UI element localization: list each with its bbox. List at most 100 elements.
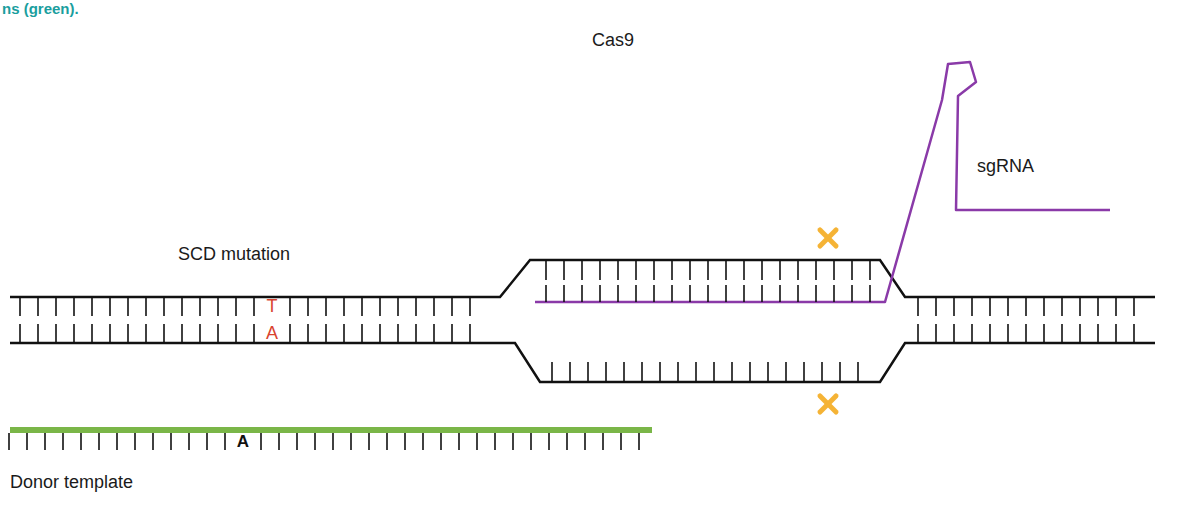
cas9-protein: Cas9sgRNA	[410, 28, 1172, 448]
base-pair-tick	[1115, 324, 1117, 343]
base-pair-tick	[206, 433, 208, 450]
base-pair-tick	[953, 324, 955, 343]
base-pair-tick	[725, 260, 727, 280]
base-pair-tick	[821, 362, 823, 382]
base-pair-tick	[433, 297, 435, 316]
base-pair-tick	[422, 433, 424, 450]
base-pair-tick	[458, 433, 460, 450]
base-pair-tick	[217, 297, 219, 316]
base-pair-tick	[343, 297, 345, 316]
base-pair-tick	[617, 260, 619, 280]
base-pair-tick	[379, 324, 381, 343]
base-pair-tick	[566, 433, 568, 450]
base-pair-tick	[98, 433, 100, 450]
base-pair-tick	[833, 260, 835, 280]
protein-outline	[410, 28, 1172, 448]
base-pair-tick	[386, 433, 388, 450]
base-pair-tick	[620, 433, 622, 450]
base-pair-tick	[761, 260, 763, 280]
base-pair-tick	[851, 260, 853, 280]
base-pair-tick	[689, 285, 691, 302]
base-pair-tick	[653, 260, 655, 280]
base-pair-tick	[785, 362, 787, 382]
base-pair-tick	[869, 260, 871, 280]
base-pair-tick	[599, 260, 601, 280]
base-pair-tick	[163, 297, 165, 316]
base-pair-tick	[415, 324, 417, 343]
base-pair-tick	[797, 260, 799, 280]
base-pair-tick	[8, 433, 10, 450]
base-pair-tick	[545, 260, 547, 280]
base-pair-tick	[749, 362, 751, 382]
base-pair-tick	[545, 285, 547, 302]
sgrna-strand	[535, 62, 1110, 302]
base-pair-tick	[289, 297, 291, 316]
base-pair-tick	[971, 297, 973, 316]
base-pair-tick	[433, 324, 435, 343]
protein-lobe	[740, 30, 1170, 300]
base-pair-tick	[1079, 297, 1081, 316]
base-pair-tick	[188, 433, 190, 450]
base-pair-tick	[163, 324, 165, 343]
base-pair-tick	[181, 324, 183, 343]
base-pair-tick	[1133, 297, 1135, 316]
mutation-label: SCD mutation	[178, 244, 290, 265]
base-pair-tick	[581, 260, 583, 280]
base-pair-tick	[116, 433, 118, 450]
base-pair-tick	[404, 433, 406, 450]
base-pair-tick	[307, 297, 309, 316]
base-pair-tick	[1115, 297, 1117, 316]
base-pair-tick	[1043, 324, 1045, 343]
base-letter: A	[266, 323, 278, 344]
base-pair-tick	[623, 362, 625, 382]
base-pair-tick	[677, 362, 679, 382]
base-pair-tick	[494, 433, 496, 450]
base-letter: T	[267, 296, 278, 317]
base-pair-tick	[512, 433, 514, 450]
base-pair-tick	[1043, 297, 1045, 316]
base-pair-tick	[725, 285, 727, 302]
base-pair-tick	[1061, 297, 1063, 316]
base-pair-tick	[917, 324, 919, 343]
base-pair-tick	[707, 285, 709, 302]
cut-site-mark	[820, 230, 836, 246]
base-pair-tick	[469, 297, 471, 316]
base-pair-tick	[833, 285, 835, 302]
base-pair-tick	[659, 362, 661, 382]
base-pair-tick	[797, 285, 799, 302]
base-pair-tick	[1079, 324, 1081, 343]
base-pair-tick	[415, 297, 417, 316]
base-pair-tick	[145, 324, 147, 343]
base-pair-tick	[1007, 324, 1009, 343]
base-pair-tick	[314, 433, 316, 450]
base-pair-tick	[307, 324, 309, 343]
base-pair-tick	[761, 285, 763, 302]
base-pair-tick	[278, 433, 280, 450]
base-pair-tick	[713, 362, 715, 382]
base-pair-tick	[332, 433, 334, 450]
base-pair-tick	[743, 260, 745, 280]
protein-label: Cas9	[592, 30, 634, 51]
base-pair-tick	[37, 324, 39, 343]
base-pair-tick	[325, 297, 327, 316]
base-letter: A	[237, 432, 249, 452]
base-pair-tick	[530, 433, 532, 450]
base-pair-tick	[451, 297, 453, 316]
base-pair-tick	[199, 324, 201, 343]
base-pair-tick	[19, 297, 21, 316]
base-pair-tick	[869, 285, 871, 302]
base-pair-tick	[73, 297, 75, 316]
base-pair-tick	[368, 433, 370, 450]
base-pair-tick	[127, 324, 129, 343]
base-pair-tick	[638, 433, 640, 450]
base-pair-tick	[989, 324, 991, 343]
base-pair-tick	[548, 433, 550, 450]
base-pair-tick	[605, 362, 607, 382]
base-pair-tick	[815, 260, 817, 280]
base-pair-tick	[671, 285, 673, 302]
base-pair-tick	[55, 324, 57, 343]
base-pair-tick	[134, 433, 136, 450]
base-pair-tick	[217, 324, 219, 343]
base-pair-tick	[653, 285, 655, 302]
